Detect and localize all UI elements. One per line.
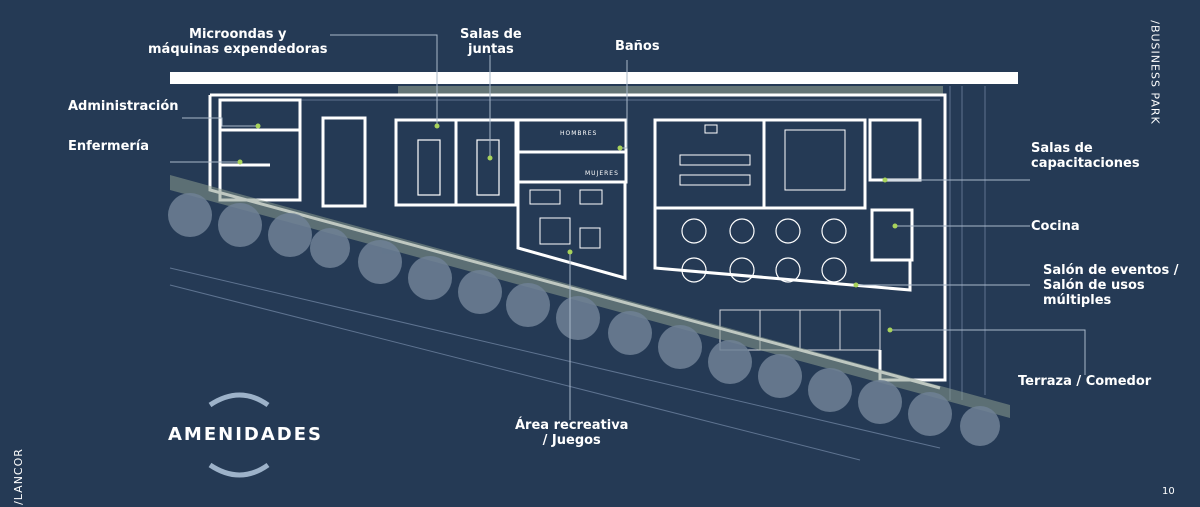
leader-lines [170, 34, 1086, 420]
chevron-up-icon [208, 392, 270, 408]
label-administracion: Administración [68, 99, 179, 114]
label-terraza: Terraza / Comedor [1018, 374, 1152, 389]
label-cocina: Cocina [1031, 219, 1080, 234]
event-round-tables [681, 218, 847, 283]
brand-business-park: /BUSINESS PARK [1148, 20, 1162, 125]
label-banos: Baños [615, 39, 660, 54]
label-area-recreativa: Área recreativa / Juegos [515, 418, 629, 448]
hedge-strip [398, 86, 943, 96]
training-desks [679, 124, 846, 191]
recreation-equipment [529, 189, 603, 249]
brand-lancor: /LANCOR [11, 448, 25, 505]
tree-row [168, 193, 1000, 446]
accent-dots [237, 123, 898, 333]
page-number: 10 [1162, 486, 1175, 497]
page-title: AMENIDADES [168, 424, 323, 445]
label-salon-eventos: Salón de eventos / Salón de usos múltipl… [1043, 263, 1179, 308]
tag-mujeres: MUJERES [585, 170, 619, 177]
top-bar [170, 72, 1018, 84]
diagonal-hedge [170, 175, 1010, 418]
construction-lines [169, 86, 986, 461]
label-salas-capacitaciones: Salas de capacitaciones [1031, 141, 1140, 171]
chevron-down-icon [208, 462, 270, 478]
label-salas-juntas: Salas de juntas [460, 27, 522, 57]
label-enfermeria: Enfermería [68, 139, 150, 154]
tag-hombres: HOMBRES [560, 130, 597, 137]
label-microondas: Microondas y máquinas expendedoras [148, 27, 328, 57]
meeting-tables [417, 139, 500, 196]
